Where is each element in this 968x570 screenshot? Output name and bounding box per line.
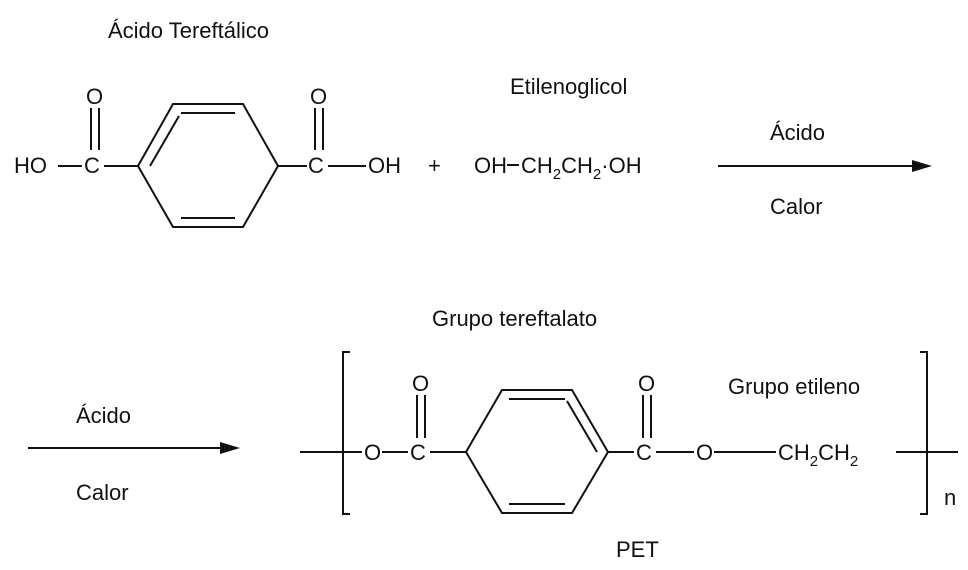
carbonyl-carbon-left: C (84, 153, 100, 178)
carbonyl-oxygen-left: O (86, 84, 103, 109)
arrow-head-top (912, 160, 932, 172)
glycol-oh-left: OH (474, 153, 507, 178)
glycol-ch2-a: CH2CH2·OH (521, 153, 642, 183)
product-carbonyl-oxygen-right: O (638, 371, 655, 396)
product-benzene-ring (464, 389, 610, 514)
hydroxyl-left: HO (14, 153, 47, 178)
arrow-top-condition: Calor (770, 194, 823, 219)
pet-label: PET (616, 537, 659, 562)
terephthalic-acid-structure: HO C O C O OH (14, 84, 401, 228)
right-bracket (920, 351, 928, 515)
arrow-bottom-catalyst: Ácido (76, 403, 131, 428)
benzene-ring (136, 103, 280, 228)
terephthalic-acid-label: Ácido Tereftálico (108, 18, 269, 43)
product-carbonyl-carbon-right: C (636, 440, 652, 465)
product-ring-double-right (566, 400, 598, 453)
ethylene-glycol-structure: OH CH2CH2·OH (474, 153, 642, 183)
ester-oxygen-right: O (696, 440, 713, 465)
left-bracket (342, 351, 350, 515)
ethylene-group-label: Grupo etileno (728, 374, 860, 399)
carbonyl-oxygen-right: O (310, 84, 327, 109)
pet-repeat-unit: O C O C O O CH2CH2 (300, 371, 958, 514)
arrow-top-catalyst: Ácido (770, 120, 825, 145)
ethylene-glycol-label: Etilenoglicol (510, 74, 627, 99)
ring-double-bond-left (149, 115, 180, 167)
arrow-head-bottom (220, 442, 240, 454)
carbonyl-carbon-right: C (308, 153, 324, 178)
arrow-bottom-condition: Calor (76, 480, 129, 505)
plus-sign: + (428, 153, 441, 178)
repeat-index: n (944, 485, 956, 510)
product-carbonyl-oxygen-left: O (412, 371, 429, 396)
hydroxyl-right: OH (368, 153, 401, 178)
terephthalate-group-label: Grupo tereftalato (432, 306, 597, 331)
ester-oxygen-left: O (364, 440, 381, 465)
ethylene-unit: CH2CH2 (778, 440, 858, 470)
product-carbonyl-carbon-left: C (410, 440, 426, 465)
